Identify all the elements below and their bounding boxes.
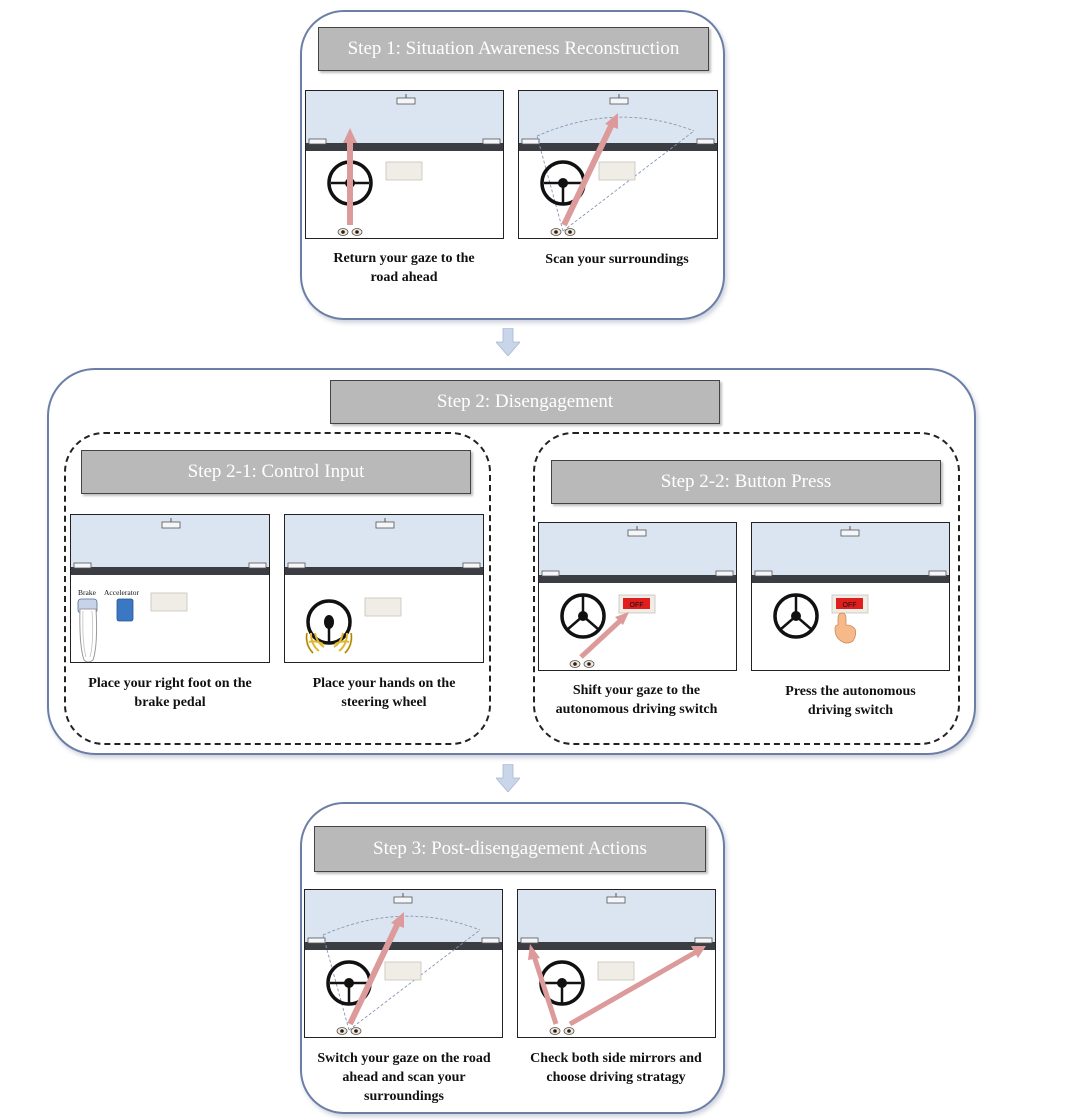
step2-2-panel-press-switch: OFF: [751, 522, 950, 671]
flow-arrow-down-icon-2: [496, 764, 520, 792]
step3-panel-gaze-scan: [304, 889, 503, 1038]
step1-caption-2: Scan your surroundings: [545, 252, 689, 267]
flow-arrow-down-icon: [496, 328, 520, 356]
step2-2-group: [533, 432, 960, 745]
brake-label: Brake: [78, 588, 97, 597]
switch-off-label-2: OFF: [843, 602, 857, 609]
step2-1-title: Step 2-1: Control Input: [81, 450, 471, 494]
step2-2-caption-1: Shift your gaze to the autonomous drivin…: [555, 683, 718, 717]
step1-title: Step 1: Situation Awareness Reconstructi…: [318, 27, 709, 71]
step2-1-group: [64, 432, 491, 745]
step2-2-panel-gaze-switch: OFF: [538, 522, 737, 671]
step2-1-panel-brake: Brake Accelerator: [70, 514, 270, 663]
accelerator-label: Accelerator: [104, 588, 139, 597]
switch-off-label: OFF: [630, 602, 644, 609]
step3-panel-mirrors: [517, 889, 716, 1038]
step2-2-title: Step 2-2: Button Press: [551, 460, 941, 504]
step2-title: Step 2: Disengagement: [330, 380, 720, 424]
step3-caption-2: Check both side mirrors and choose drivi…: [530, 1051, 702, 1085]
step3-caption-1: Switch your gaze on the road ahead and s…: [317, 1051, 491, 1104]
step1-panel-scan: [518, 90, 718, 239]
step2-1-caption-1: Place your right foot on the brake pedal: [88, 676, 252, 710]
step1-panel-gaze-road: [305, 90, 504, 239]
step2-1-panel-hands: [284, 514, 484, 663]
step2-2-caption-2: Press the autonomous driving switch: [785, 684, 916, 718]
step3-title: Step 3: Post-disengagement Actions: [314, 826, 706, 872]
step1-caption-1: Return your gaze to the road ahead: [333, 251, 475, 285]
step2-1-caption-2: Place your hands on the steering wheel: [312, 676, 456, 710]
